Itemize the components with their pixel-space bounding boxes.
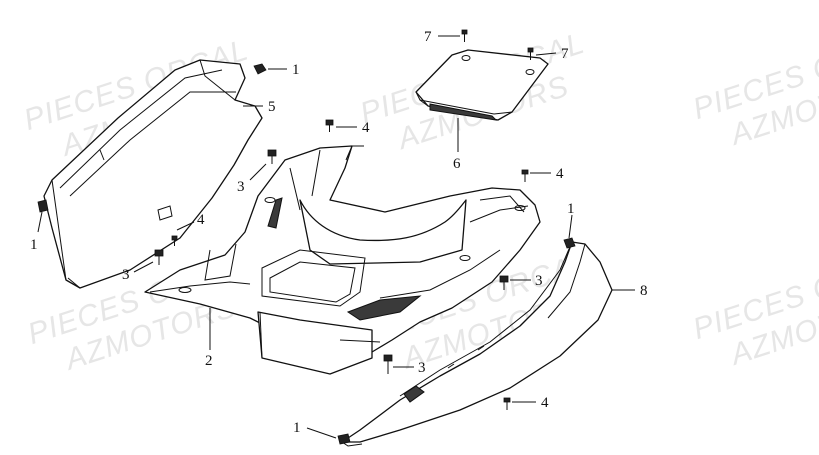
leader-lines — [37, 35, 635, 439]
callout-4: 4 — [197, 212, 205, 228]
callout-3: 3 — [535, 273, 543, 289]
callout-1: 1 — [567, 201, 575, 217]
watermark-6: PIECES OR AZMOT — [689, 261, 819, 372]
part-8-right-side-panel — [341, 241, 613, 447]
callout-1: 1 — [293, 420, 301, 436]
callout-4: 4 — [362, 120, 370, 136]
clip-1b — [37, 199, 49, 213]
part-6-cover-plate — [415, 49, 549, 121]
screw-fasteners — [154, 29, 534, 410]
callout-7: 7 — [424, 29, 432, 45]
callout-3: 3 — [237, 179, 245, 195]
callout-3: 3 — [122, 267, 130, 283]
clip-fasteners — [37, 63, 576, 445]
clip-1c — [563, 237, 576, 249]
callout-1: 1 — [292, 62, 300, 78]
screw-3a-head — [267, 149, 277, 157]
callout-1: 1 — [30, 237, 38, 253]
callout-4: 4 — [556, 166, 564, 182]
callout-5: 5 — [268, 99, 276, 115]
watermark-3: PIECES OR AZMOT — [689, 41, 819, 152]
callout-labels: 1 5 3 1 4 3 2 7 7 4 6 4 1 8 3 3 4 1 — [30, 29, 648, 436]
clip-1a — [253, 63, 267, 75]
screw-4a-head — [325, 119, 334, 126]
part-2-floor-panel — [144, 145, 541, 375]
callout-2: 2 — [205, 353, 213, 369]
callout-6: 6 — [453, 156, 461, 172]
callout-8: 8 — [640, 283, 648, 299]
part-5-left-inner-panel — [43, 59, 263, 289]
clip-1d — [337, 433, 351, 445]
callout-3: 3 — [418, 360, 426, 376]
callout-7: 7 — [561, 46, 569, 62]
callout-4: 4 — [541, 395, 549, 411]
